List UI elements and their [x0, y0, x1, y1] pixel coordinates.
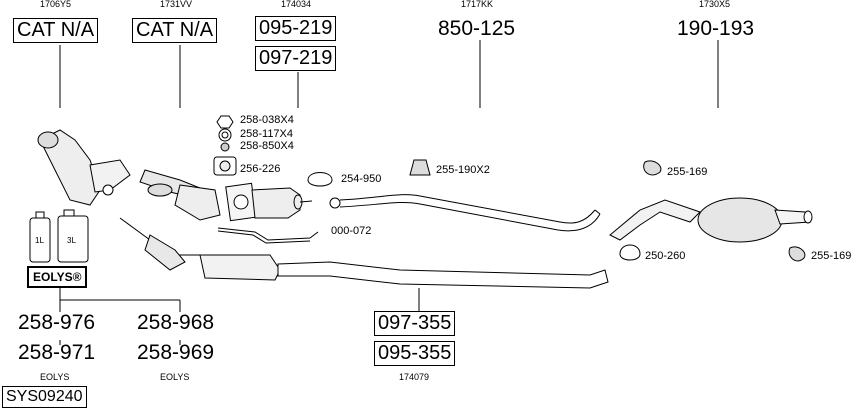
part-095-355[interactable]: 095-355 — [374, 341, 456, 366]
nut-icon — [216, 115, 234, 129]
part-097-219[interactable]: 097-219 — [255, 46, 337, 71]
code-1717kk: 1717KK — [461, 0, 494, 9]
part-190-193[interactable]: 190-193 — [677, 17, 755, 40]
cat-na-box-1[interactable]: CAT N/A — [13, 18, 99, 43]
label-258-038x4[interactable]: 258-038X4 — [240, 114, 294, 126]
hanger-icon-1 — [409, 159, 431, 176]
hanger-icon-2 — [643, 160, 662, 176]
clamp-icon-2 — [619, 244, 641, 261]
eolys-logo: EOLYS® — [27, 266, 88, 288]
label-258-850x4[interactable]: 258-850X4 — [240, 140, 294, 152]
label-256-226[interactable]: 256-226 — [240, 163, 281, 175]
part-258-976[interactable]: 258-976 — [18, 311, 96, 334]
code-1706y5: 1706Y5 — [40, 0, 72, 9]
part-258-968[interactable]: 258-968 — [137, 311, 215, 334]
label-eolys-1: EOLYS — [40, 372, 70, 382]
code-1731vv: 1731VV — [160, 0, 193, 9]
code-174034: 174034 — [281, 0, 312, 9]
part-850-125[interactable]: 850-125 — [438, 17, 516, 40]
part-258-969[interactable]: 258-969 — [137, 341, 215, 364]
part-095-219[interactable]: 095-219 — [255, 16, 337, 41]
intermediate-pipe-upper — [329, 194, 601, 232]
code-174079: 174079 — [399, 372, 430, 382]
part-258-971[interactable]: 258-971 — [18, 341, 96, 364]
catalyst-2-drawing — [139, 169, 221, 221]
part-097-355[interactable]: 097-355 — [374, 311, 456, 336]
label-eolys-2: EOLYS — [160, 372, 190, 382]
label-250-260[interactable]: 250-260 — [645, 250, 686, 262]
clamp-icon-1 — [307, 172, 333, 187]
additive-bottles — [29, 209, 89, 263]
label-258-117x4[interactable]: 258-117X4 — [240, 128, 294, 140]
system-code-box[interactable]: SYS09240 — [2, 386, 87, 408]
washer-icon — [220, 142, 230, 152]
catalyst-1-drawing — [37, 129, 131, 206]
hanger-icon-3 — [788, 246, 806, 262]
label-255-169-b[interactable]: 255-169 — [811, 250, 852, 262]
label-255-190x2[interactable]: 255-190X2 — [436, 164, 490, 176]
label-254-950[interactable]: 254-950 — [341, 173, 382, 185]
catalyst-3-drawing — [225, 182, 313, 222]
label-255-169-a[interactable]: 255-169 — [667, 166, 708, 178]
intermediate-pipe-lower — [119, 217, 609, 289]
code-1730x5: 1730X5 — [699, 0, 731, 9]
bottle-1l-label: 1L — [35, 236, 44, 245]
label-000-072[interactable]: 000-072 — [331, 225, 372, 237]
small-pipe-drawing — [217, 227, 319, 244]
cat-na-box-2[interactable]: CAT N/A — [132, 18, 218, 43]
rear-muffler-drawing — [609, 197, 813, 243]
bottle-3l-label: 3L — [67, 236, 76, 245]
